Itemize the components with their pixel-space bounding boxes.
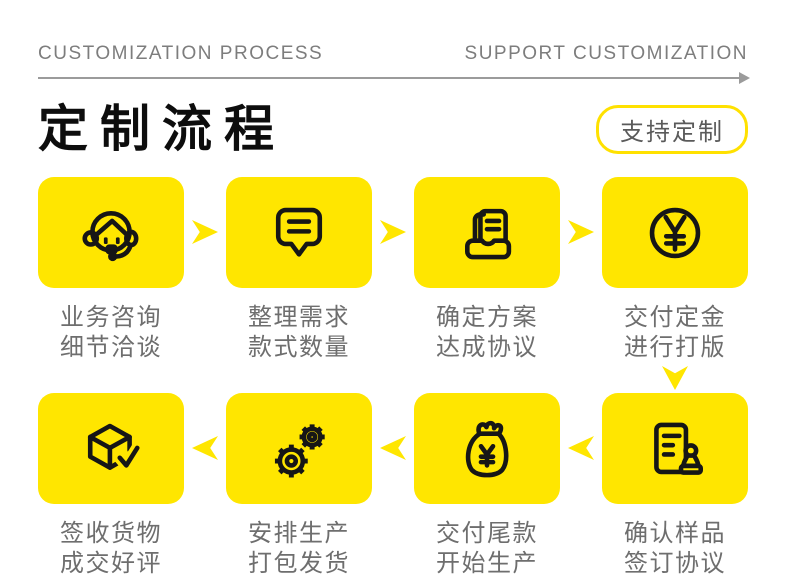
divider-arrow-icon xyxy=(739,72,750,84)
money-bag-icon xyxy=(465,420,509,477)
step-tile xyxy=(38,177,184,288)
step-label: 确定方案 达成协议 xyxy=(436,304,538,361)
step-label: 签收货物 成交好评 xyxy=(60,520,162,576)
flow-arrow-right-icon xyxy=(380,220,406,244)
step-tile xyxy=(38,393,184,504)
flow-arrow-right-icon xyxy=(192,220,218,244)
support-customization-badge: 支持定制 xyxy=(596,104,748,154)
header-caption-right: SUPPORT CUSTOMIZATION xyxy=(464,43,748,64)
title-row: 定制流程 支持定制 xyxy=(38,103,748,155)
header-divider xyxy=(38,72,750,84)
gears-icon xyxy=(274,423,325,477)
flow-arrow-down-icon xyxy=(662,366,688,390)
process-row-1: 业务咨询 细节洽谈 整理需求 款式数量 xyxy=(38,177,748,363)
header-caption-left: CUSTOMIZATION PROCESS xyxy=(38,43,324,64)
customer-service-icon xyxy=(82,210,139,261)
step-tile xyxy=(414,393,560,504)
step-tile xyxy=(414,177,560,288)
step-sample: 确认样品 签订协议 xyxy=(602,393,748,576)
step-requirements: 整理需求 款式数量 xyxy=(226,177,372,363)
flow-arrow-left-icon xyxy=(192,436,218,460)
step-production: 安排生产 打包发货 xyxy=(226,393,372,576)
step-label: 安排生产 打包发货 xyxy=(248,520,350,576)
step-label: 交付尾款 开始生产 xyxy=(436,520,538,576)
step-tile xyxy=(226,177,372,288)
box-check-icon xyxy=(87,423,144,471)
step-tile xyxy=(602,393,748,504)
step-label: 确认样品 签订协议 xyxy=(624,520,726,576)
page-title: 定制流程 xyxy=(38,101,286,157)
flow-arrow-left-icon xyxy=(568,436,594,460)
document-stamp-icon xyxy=(654,422,703,475)
chat-bubble-icon xyxy=(275,207,323,257)
flow-arrow-left-icon xyxy=(380,436,406,460)
step-label: 整理需求 款式数量 xyxy=(248,304,350,361)
step-label: 业务咨询 细节洽谈 xyxy=(60,304,162,361)
step-label: 交付定金 进行打版 xyxy=(624,304,726,361)
step-deposit: 交付定金 进行打版 xyxy=(602,177,748,363)
flow-arrow-right-icon xyxy=(568,220,594,244)
step-consult: 业务咨询 细节洽谈 xyxy=(38,177,184,363)
step-balance: 交付尾款 开始生产 xyxy=(414,393,560,576)
step-tile xyxy=(226,393,372,504)
step-receive: 签收货物 成交好评 xyxy=(38,393,184,576)
yen-coin-icon xyxy=(649,207,701,258)
step-plan: 确定方案 达成协议 xyxy=(414,177,560,363)
process-flow-diagram: 业务咨询 细节洽谈 整理需求 款式数量 xyxy=(38,177,748,576)
section-header: CUSTOMIZATION PROCESS SUPPORT CUSTOMIZAT… xyxy=(38,43,748,65)
row-connector xyxy=(38,363,748,393)
document-tray-icon xyxy=(465,208,512,259)
step-tile xyxy=(602,177,748,288)
process-row-2: 签收货物 成交好评 安排生产 打包发货 xyxy=(38,393,748,576)
